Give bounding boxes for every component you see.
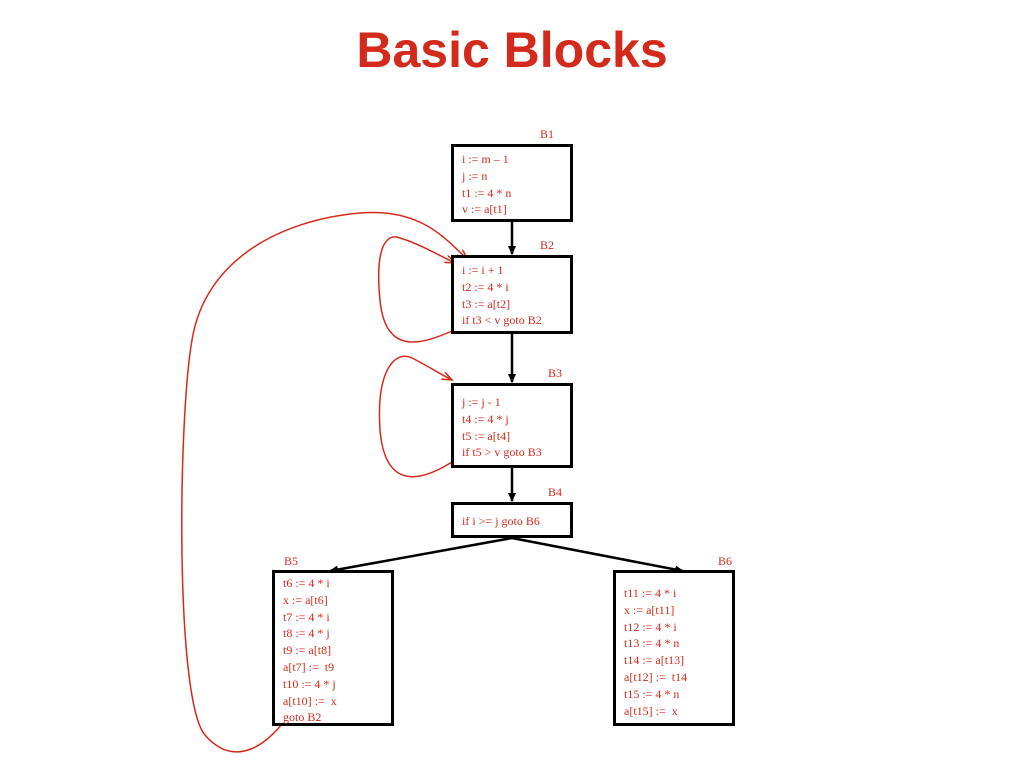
block-b1-line: i := m – 1 <box>462 152 509 166</box>
loop-edge-b3-self <box>378 355 452 478</box>
block-b3-line: j := j - 1 <box>462 395 501 409</box>
block-b6-line: a[t15] := x <box>624 703 678 718</box>
block-b3-line: if t5 > v goto B3 <box>462 445 542 460</box>
block-b5-line: t6 := 4 * i <box>283 576 330 590</box>
block-b1-label: B1 <box>540 127 555 141</box>
block-b2: i := i + 1 t2 := 4 * i t3 := a[t2] if t3… <box>451 255 573 334</box>
loop-edge-b2-self <box>377 236 455 343</box>
block-b5-label: B5 <box>284 554 299 568</box>
block-b3-label: B3 <box>548 366 563 380</box>
block-b5-line: x := a[t6] <box>283 592 328 607</box>
block-b2-line: t2 := 4 * i <box>462 279 509 294</box>
block-b6-line: t11 := 4 * i <box>624 586 677 600</box>
edge-b4-b6 <box>511 536 684 574</box>
block-b4-label: B4 <box>548 485 563 499</box>
block-b6-line: t14 := a[t13] <box>624 653 685 668</box>
block-b1-line: v := a[t1] <box>462 202 507 217</box>
block-b3-line: t4 := 4 * j <box>462 411 509 426</box>
block-b5-line: goto B2 <box>283 710 322 725</box>
block-b5-line: a[t10] := x <box>283 693 337 708</box>
block-b5: t6 := 4 * i x := a[t6] t7 := 4 * i t8 :=… <box>272 570 394 726</box>
block-b4: if i >= j goto B6 <box>451 502 573 538</box>
block-b3: j := j - 1 t4 := 4 * j t5 := a[t4] if t5… <box>451 383 573 468</box>
block-b2-line: t3 := a[t2] <box>462 296 511 311</box>
loop-edge-b5-to-b2 <box>181 211 467 753</box>
block-b5-line: t7 := 4 * i <box>283 609 330 624</box>
block-b6: t11 := 4 * i x := a[t11] t12 := 4 * i t1… <box>613 570 735 726</box>
block-b1-line: t1 := 4 * n <box>462 185 512 200</box>
block-b5-line: a[t7] := t9 <box>283 659 335 674</box>
block-b6-label: B6 <box>718 554 733 568</box>
edge-b4-b5 <box>329 536 513 574</box>
block-b5-line: t10 := 4 * j <box>283 676 336 691</box>
block-b2-line: if t3 < v goto B2 <box>462 313 542 328</box>
block-b1: i := m – 1 j := n t1 := 4 * n v := a[t1] <box>451 144 573 222</box>
block-b6-line: a[t12] := t14 <box>624 669 688 684</box>
block-b4-line: if i >= j goto B6 <box>462 514 540 528</box>
block-b6-line: t13 := 4 * n <box>624 636 680 651</box>
block-b3-line: t5 := a[t4] <box>462 428 511 443</box>
block-b5-line: t9 := a[t8] <box>283 643 332 658</box>
block-b2-label: B2 <box>540 238 555 252</box>
block-b6-line: t15 := 4 * n <box>624 686 680 701</box>
block-b6-line: x := a[t11] <box>624 602 675 617</box>
block-b1-line: j := n <box>462 168 488 183</box>
block-b6-line: t12 := 4 * i <box>624 619 677 634</box>
block-b2-line: i := i + 1 <box>462 263 504 277</box>
slide-title: Basic Blocks <box>356 22 668 78</box>
block-b5-line: t8 := 4 * j <box>283 626 330 641</box>
